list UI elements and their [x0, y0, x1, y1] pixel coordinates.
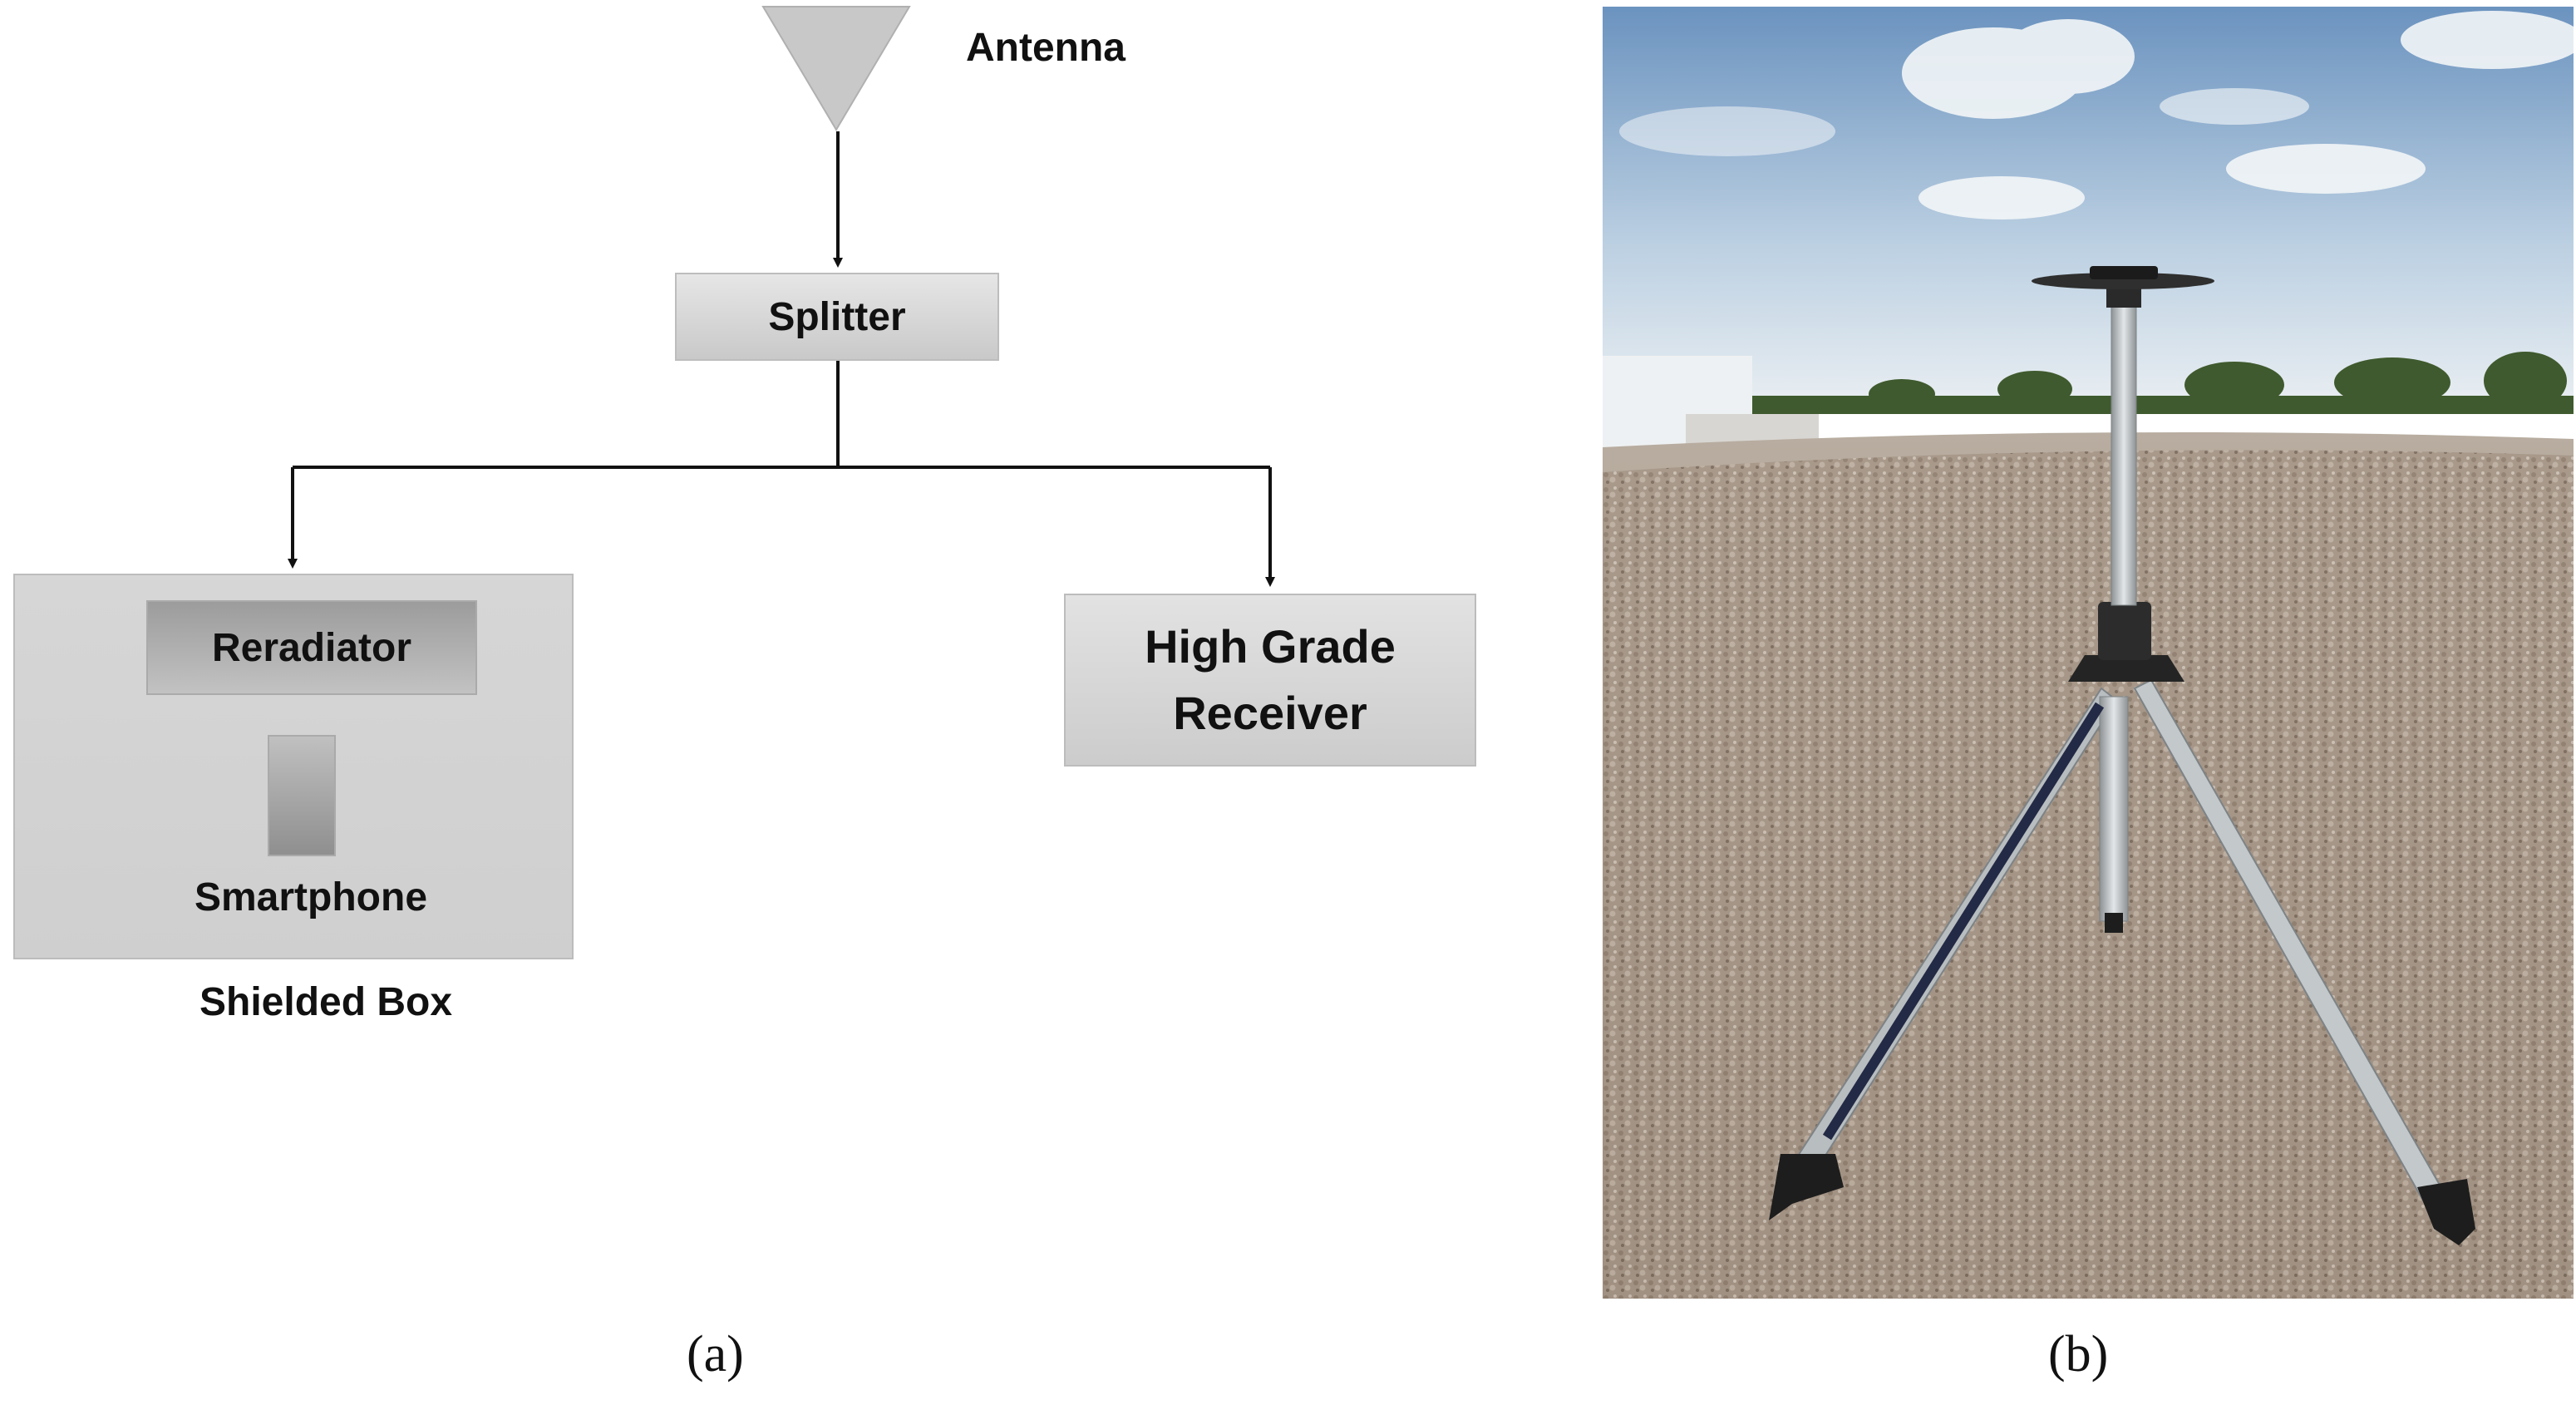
reradiator-label: Reradiator: [211, 625, 412, 670]
smartphone-label: Smartphone: [194, 875, 428, 919]
antenna-icon: [761, 6, 911, 131]
clouds: [1619, 11, 2574, 219]
caption-a: (a): [687, 1326, 744, 1383]
smartphone-icon: [268, 735, 336, 856]
splitter-label: Splitter: [768, 294, 906, 339]
antenna-tripod-photo: [1603, 7, 2574, 1299]
shielded-box-label: Shielded Box: [199, 980, 453, 1024]
receiver-label-line2: Receiver: [1173, 687, 1367, 739]
antenna-label: Antenna: [966, 26, 1125, 70]
caption-b: (b): [2048, 1326, 2109, 1383]
receiver-label-line1: High Grade: [1145, 620, 1396, 673]
photo-illustration: [1603, 7, 2574, 1299]
splitter-box: Splitter: [675, 273, 999, 361]
tree-line: [1744, 352, 2574, 414]
high-grade-receiver-box: High Grade Receiver: [1064, 594, 1476, 767]
tripod: [1769, 266, 2475, 1245]
reradiator-box: Reradiator: [146, 600, 477, 695]
